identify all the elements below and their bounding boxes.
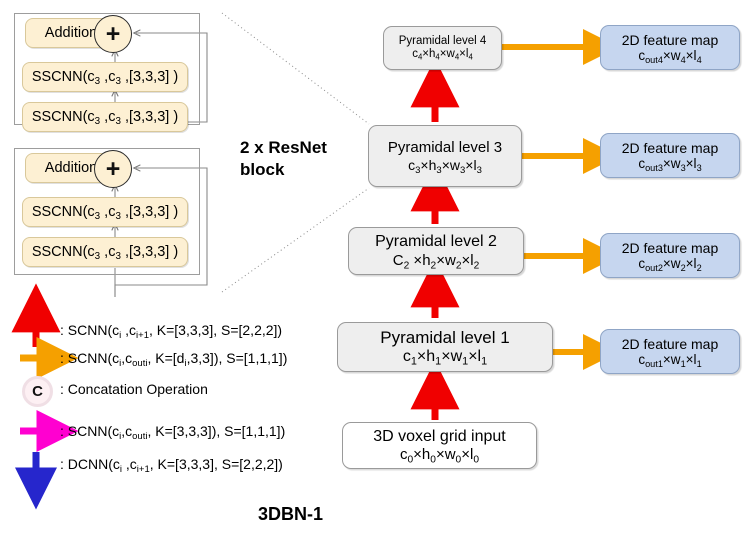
- pyramidal-level-4-line1: Pyramidal level 4: [398, 34, 487, 47]
- concat-glyph: C: [32, 383, 43, 400]
- pyramidal-level-2-box[interactable]: Pyramidal level 2 C2 ×h2×w2×l2: [348, 227, 524, 275]
- voxel-input-line1: 3D voxel grid input: [373, 427, 506, 445]
- pyramidal-level-4-box[interactable]: Pyramidal level 4 c4×h4×w4×l4: [383, 26, 502, 70]
- pyramidal-level-1-line2: c1×h1×w1×l1: [402, 347, 488, 368]
- pyramidal-level-3-line2: c3×h3×w3×l3: [408, 156, 482, 176]
- pyramidal-level-2-line2: C2 ×h2×w2×l2: [392, 251, 480, 271]
- voxel-input-line2: c0×h0×w0×l0: [400, 446, 479, 466]
- feature-map-3-line2: cout3×w3×l3: [638, 155, 702, 173]
- plus-glyph-2: +: [105, 154, 121, 183]
- legend-row-1-text: : SCNN(ci,couti, K=[di,3,3]), S=[1,1,1]): [60, 350, 288, 370]
- addition-plus-icon-1: +: [94, 15, 132, 53]
- resnet-block-label-line1: 2 x ResNet: [240, 138, 327, 157]
- sscnn-label-1b: SSCNN(c3 ,c3 ,[3,3,3] ): [31, 108, 179, 127]
- resnet-block-label-line2: block: [240, 160, 285, 179]
- concat-circle-icon: C: [22, 376, 53, 407]
- addition-plus-icon-2: +: [94, 150, 132, 188]
- legend-row-4-text: : DCNN(ci ,ci+1, K=[3,3,3], S=[2,2,2]): [60, 456, 283, 476]
- pyramidal-level-1-line1: Pyramidal level 1: [380, 328, 510, 348]
- sscnn-box-1a[interactable]: SSCNN(c3 ,c3 ,[3,3,3] ): [22, 62, 188, 92]
- legend-row-0-text: : SCNN(ci ,ci+1, K=[3,3,3], S=[2,2,2]): [60, 322, 283, 342]
- feature-map-box-2[interactable]: 2D feature map cout2×w2×l2: [600, 233, 740, 278]
- sscnn-label-2b: SSCNN(c3 ,c3 ,[3,3,3] ): [31, 243, 179, 262]
- legend-row-3-text: : SCNN(ci,couti, K=[3,3,3]), S=[1,1,1]): [60, 423, 286, 443]
- pyramidal-level-3-line1: Pyramidal level 3: [387, 139, 503, 157]
- diagram-title: 3DBN-1: [258, 504, 324, 524]
- feature-map-4-line1: 2D feature map: [621, 31, 719, 48]
- pyramidal-level-4-line2: c4×h4×w4×l4: [412, 48, 473, 62]
- feature-map-box-4[interactable]: 2D feature map cout4×w4×l4: [600, 25, 740, 70]
- pyramidal-level-3-box[interactable]: Pyramidal level 3 c3×h3×w3×l3: [368, 125, 522, 187]
- legend-row-2-text: : Concatation Operation: [60, 381, 208, 397]
- pyramidal-level-1-box[interactable]: Pyramidal level 1 c1×h1×w1×l1: [337, 322, 553, 372]
- feature-map-2-line2: cout2×w2×l2: [638, 255, 702, 273]
- feature-map-2-line1: 2D feature map: [621, 239, 719, 256]
- feature-map-1-line1: 2D feature map: [621, 335, 719, 352]
- resnet-unit-2-outline: [14, 148, 200, 275]
- feature-map-box-1[interactable]: 2D feature map cout1×w1×l1: [600, 329, 740, 374]
- feature-map-3-line1: 2D feature map: [621, 139, 719, 156]
- sscnn-box-2b[interactable]: SSCNN(c3 ,c3 ,[3,3,3] ): [22, 237, 188, 267]
- sscnn-label-1a: SSCNN(c3 ,c3 ,[3,3,3] ): [31, 68, 179, 87]
- pyramidal-level-2-line1: Pyramidal level 2: [375, 233, 497, 251]
- addition-label-2: Addition: [44, 159, 98, 176]
- feature-map-4-line2: cout4×w4×l4: [638, 47, 702, 65]
- sscnn-label-2a: SSCNN(c3 ,c3 ,[3,3,3] ): [31, 203, 179, 222]
- feature-map-1-line2: cout1×w1×l1: [638, 351, 702, 369]
- sscnn-box-2a[interactable]: SSCNN(c3 ,c3 ,[3,3,3] ): [22, 197, 188, 227]
- plus-glyph-1: +: [105, 19, 121, 48]
- voxel-input-box[interactable]: 3D voxel grid input c0×h0×w0×l0: [342, 422, 537, 469]
- feature-map-box-3[interactable]: 2D feature map cout3×w3×l3: [600, 133, 740, 178]
- addition-label-1: Addition: [44, 24, 98, 41]
- sscnn-box-1b[interactable]: SSCNN(c3 ,c3 ,[3,3,3] ): [22, 102, 188, 132]
